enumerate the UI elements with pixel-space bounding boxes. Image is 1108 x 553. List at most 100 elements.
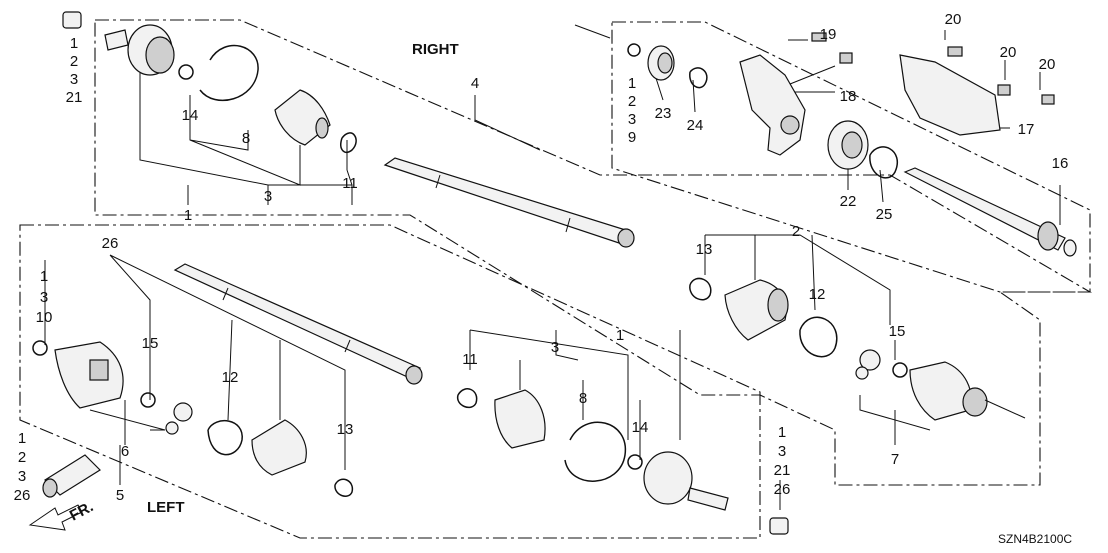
callout-20a: 20 <box>945 11 962 28</box>
callout-12-right: 12 <box>809 286 826 303</box>
boot-left-inboard <box>251 419 307 476</box>
svg-text:21: 21 <box>66 89 83 106</box>
stack-right: 1 2 3 9 <box>628 75 636 146</box>
circlip-bearing <box>627 43 641 57</box>
left-driveshaft-outline <box>19 224 761 539</box>
stack-top-left: 1 2 3 21 <box>66 35 83 106</box>
svg-text:21: 21 <box>774 462 791 479</box>
svg-text:3: 3 <box>778 443 786 460</box>
diagram-code: SZN4B2100C <box>998 532 1072 546</box>
snap-ring-24 <box>689 67 708 89</box>
callout-16: 16 <box>1052 155 1069 172</box>
outboard-cv-joint-right <box>104 24 175 76</box>
tripod-joint-left <box>165 402 193 435</box>
spindle-nut-bottom <box>769 517 789 535</box>
callout-1-left: 1 <box>616 327 624 344</box>
svg-text:1: 1 <box>628 75 636 92</box>
half-shaft-right <box>383 157 635 248</box>
boot-band-small-right <box>340 132 357 154</box>
callout-22: 22 <box>840 193 857 210</box>
left-title: LEFT <box>147 499 185 516</box>
callout-1-right: 1 <box>184 207 192 224</box>
svg-text:2: 2 <box>628 93 636 110</box>
circlip-left-14 <box>627 454 643 470</box>
callout-3-left: 3 <box>551 339 559 356</box>
svg-text:3: 3 <box>628 111 636 128</box>
svg-text:1: 1 <box>18 430 26 447</box>
svg-text:3: 3 <box>18 468 26 485</box>
circlip-left-11 <box>456 388 478 409</box>
svg-text:9: 9 <box>628 129 636 146</box>
fr-label: FR. <box>67 498 96 524</box>
callout-24: 24 <box>687 117 704 134</box>
callout-12-left: 12 <box>222 369 239 386</box>
circlip-right-15 <box>892 362 908 378</box>
circlip-left-15 <box>140 392 156 408</box>
callout-2-right: 2 <box>792 223 800 240</box>
svg-text:1: 1 <box>40 268 48 285</box>
callout-19: 19 <box>820 26 837 43</box>
svg-text:3: 3 <box>40 289 48 306</box>
callout-14-left: 14 <box>632 419 649 436</box>
intermediate-shaft-outline <box>611 21 1091 293</box>
stack-bottom: 1 3 21 26 <box>774 424 791 498</box>
svg-text:10: 10 <box>36 309 53 326</box>
callout-5: 5 <box>116 487 124 504</box>
callout-14-right: 14 <box>182 107 199 124</box>
grease-tube-5 <box>42 454 101 498</box>
boot-left-outboard <box>494 389 546 449</box>
callout-20b: 20 <box>1000 44 1017 61</box>
svg-text:1: 1 <box>70 35 78 52</box>
callout-15-right: 15 <box>889 323 906 340</box>
svg-text:2: 2 <box>70 53 78 70</box>
boot-band-small-left <box>334 478 354 497</box>
boot-right-inboard <box>724 279 789 341</box>
callout-7: 7 <box>891 451 899 468</box>
inboard-cv-housing-left <box>54 341 124 409</box>
intermediate-shaft-16 <box>903 167 1077 257</box>
callout-8-right: 8 <box>242 130 250 147</box>
boot-band-small-right-2 <box>689 277 712 301</box>
svg-text:26: 26 <box>774 481 791 498</box>
inboard-cv-housing-right <box>909 361 1026 421</box>
callout-11-right: 11 <box>342 175 358 192</box>
heat-shield-17 <box>899 46 1055 136</box>
callout-15-left: 15 <box>142 335 159 352</box>
boot-band-large-left <box>207 420 243 456</box>
callout-11-left: 11 <box>462 351 478 368</box>
right-driveshaft-outline <box>94 19 1093 486</box>
half-shaft-left <box>173 263 423 385</box>
callout-23: 23 <box>655 105 672 122</box>
boot-band-large-right-2 <box>799 316 838 358</box>
svg-text:2: 2 <box>18 449 26 466</box>
circlip-left-10 <box>32 340 48 356</box>
bearing-23 <box>647 45 675 81</box>
bearing-22 <box>827 120 869 170</box>
boot-right <box>274 89 331 146</box>
callout-26: 26 <box>102 235 119 252</box>
circlip-right <box>178 64 194 80</box>
boot-band-large-left-2 <box>564 421 626 482</box>
callout-20c: 20 <box>1039 56 1056 73</box>
fr-arrow-shape <box>28 504 83 531</box>
svg-text:3: 3 <box>70 71 78 88</box>
stack-left: 1 3 10 <box>36 268 53 326</box>
svg-text:26: 26 <box>14 487 31 504</box>
bearing-support-bracket <box>739 32 853 156</box>
callout-25: 25 <box>876 206 893 223</box>
spindle-nut-top <box>62 11 82 29</box>
right-title: RIGHT <box>412 41 459 58</box>
callout-4: 4 <box>471 75 479 92</box>
callout-3-right: 3 <box>264 188 272 205</box>
callout-18: 18 <box>840 88 857 105</box>
outboard-cv-joint-left <box>643 451 729 511</box>
circlip-25 <box>869 146 898 179</box>
callout-6: 6 <box>121 443 129 460</box>
svg-text:1: 1 <box>778 424 786 441</box>
tripod-joint-right <box>855 349 881 380</box>
callout-13-right: 13 <box>696 241 713 258</box>
callout-13-left: 13 <box>337 421 354 438</box>
direction-arrow-top <box>574 24 611 39</box>
